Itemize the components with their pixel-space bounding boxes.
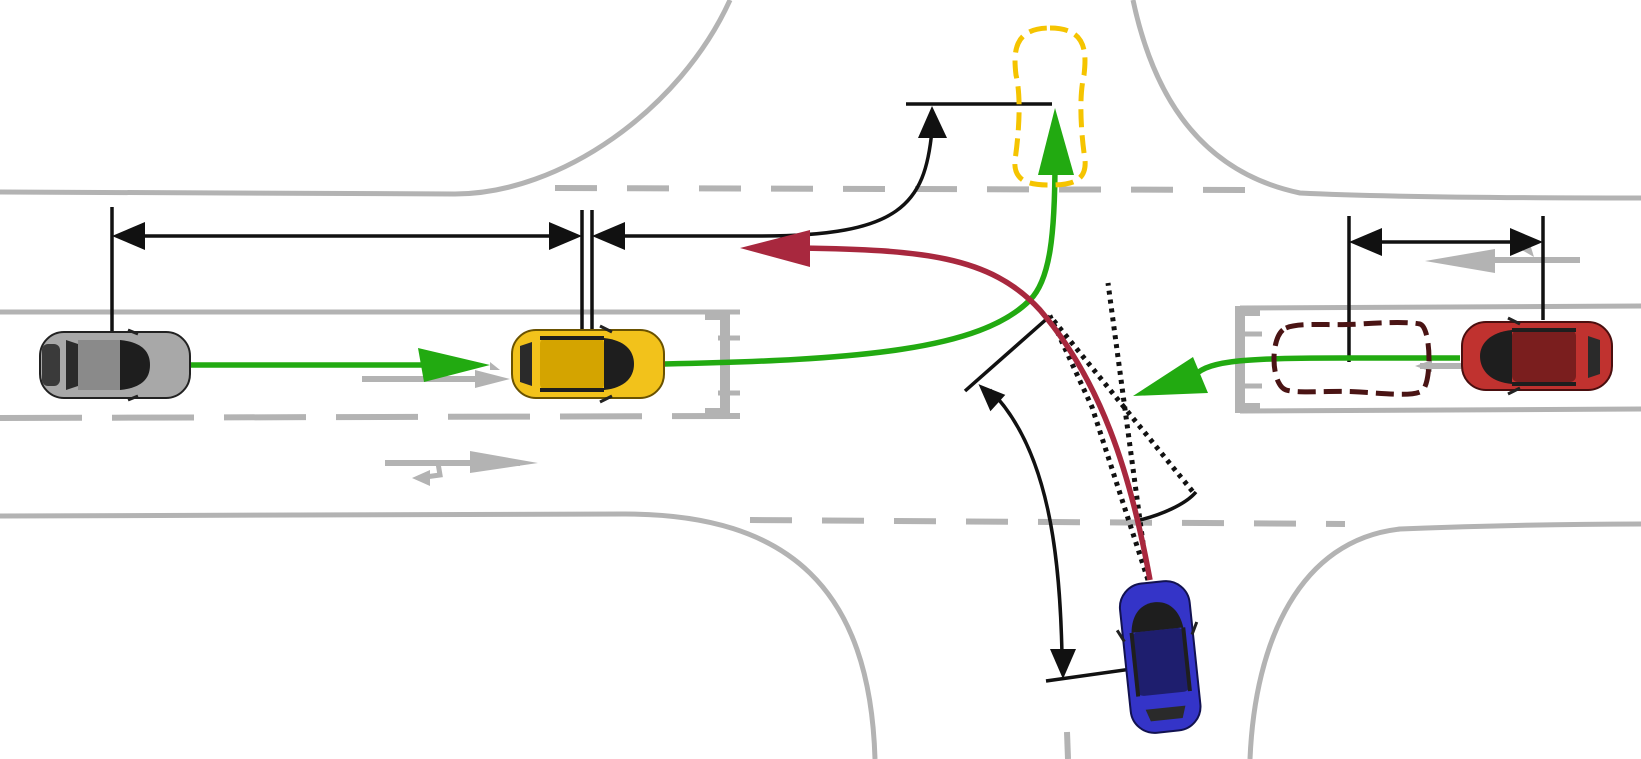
curb-top-right — [1130, 0, 1641, 201]
trajectories — [186, 159, 1460, 581]
dimension-arrowheads — [112, 106, 1543, 679]
path-yellow-car — [663, 159, 1058, 367]
blue-car — [1115, 580, 1202, 734]
arrowhead-green-gray — [418, 348, 490, 382]
yellow-car-target — [1012, 25, 1088, 188]
path-red-car — [1193, 355, 1460, 378]
curb-top-left — [0, 0, 733, 197]
lane-arrows — [362, 244, 1580, 486]
gray-car — [39, 328, 191, 402]
red-car-previous — [1271, 320, 1432, 397]
arrowhead-green-yellow — [1038, 108, 1074, 175]
arrow-left-icon — [1425, 244, 1580, 273]
lane-line-right-upper — [1239, 303, 1641, 311]
arrowhead-mid-a — [592, 222, 625, 250]
arrowhead-left-a — [112, 222, 145, 250]
dashed-line-bottom-crossing — [749, 517, 1346, 527]
angle-arc — [1139, 490, 1198, 522]
turn-arrow-icon — [385, 451, 538, 486]
lane-line-right-lower — [1239, 406, 1641, 414]
arrowhead-right-b — [1510, 228, 1543, 256]
arrowhead-top — [918, 106, 947, 138]
dashed-line-left-lane — [0, 413, 741, 421]
reference-line-conflict — [963, 314, 1052, 393]
red-car — [1461, 316, 1613, 396]
dashed-line-top-crossing — [554, 185, 1256, 193]
sight-lines — [1047, 282, 1195, 581]
dimension-yellow-to-junction — [620, 129, 934, 238]
trajectory-arrowheads — [418, 108, 1208, 396]
arrow-right-icon — [362, 362, 510, 388]
dashed-line-bottom-stub — [1064, 731, 1071, 759]
arrowhead-conflict — [978, 384, 1006, 412]
dashed-markings — [0, 185, 1346, 759]
arrowhead-green-red — [1133, 357, 1208, 396]
yellow-car — [511, 324, 665, 404]
arrowhead-blue — [1050, 649, 1076, 679]
stop-line-ticks — [718, 331, 1262, 396]
dimension-blue-to-conflict — [988, 388, 1064, 656]
path-blue-car — [799, 245, 1153, 581]
arrowhead-right-a — [1349, 228, 1382, 256]
arrowhead-left-b — [549, 222, 582, 250]
arrowhead-red-blue — [740, 230, 810, 267]
sight-line-b — [1047, 314, 1195, 581]
curb-bottom-right — [1247, 521, 1641, 759]
curb-bottom-left — [0, 511, 878, 759]
